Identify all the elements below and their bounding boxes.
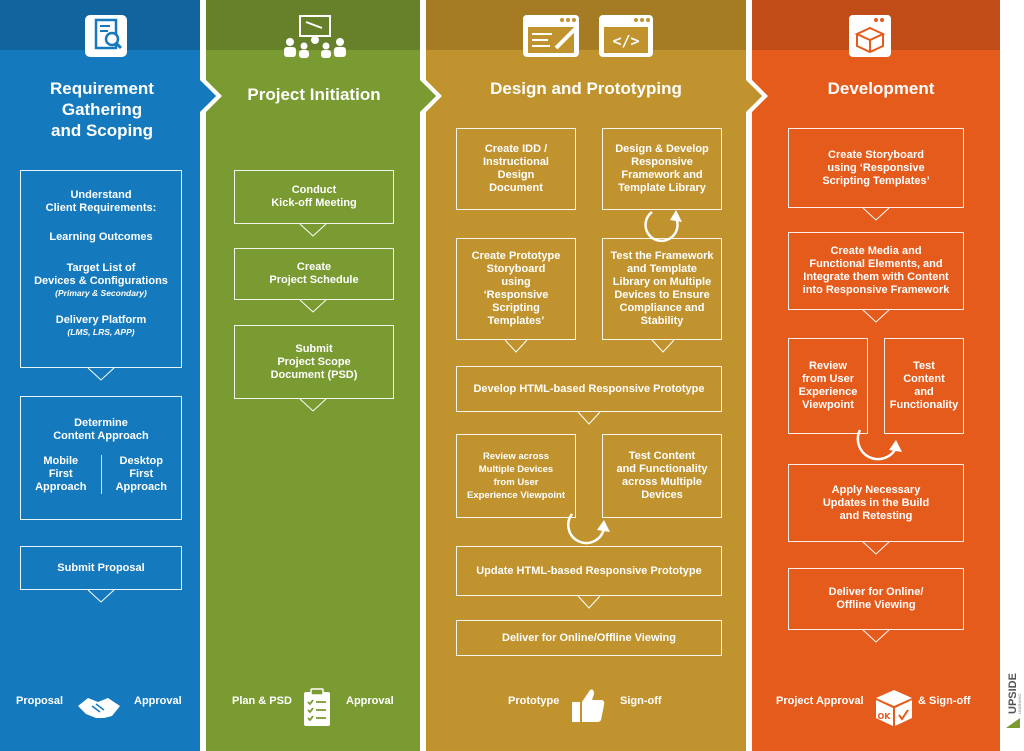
ok-box-icon: OK [876, 690, 912, 726]
footer-right-label: Approval [134, 695, 182, 707]
update-html-box: Update HTML-based Responsive Prototype [456, 546, 722, 596]
submit-proposal-box: Submit Proposal [20, 546, 182, 590]
presentation-meeting-icon [284, 15, 346, 58]
thumbs-up-icon [572, 689, 605, 722]
deliver-box: Deliver for Online/Offline Viewing [788, 568, 964, 630]
column-requirement-gathering [0, 0, 200, 751]
svg-text:OK: OK [878, 712, 892, 721]
footer-left-label: Proposal [16, 695, 64, 707]
package-box-icon [849, 15, 891, 57]
column-title: Project Initiation [247, 85, 381, 104]
upside-logo-icon: UPSIDE LEARNING [1006, 673, 1022, 728]
deliver-box: Deliver for Online/Offline Viewing [456, 620, 722, 656]
code-window-icon: </> [599, 15, 653, 57]
svg-text:LEARNING: LEARNING [1017, 694, 1022, 714]
column-project-initiation [206, 0, 420, 751]
svg-text:</>: </> [612, 32, 639, 50]
brand-logo: UPSIDE LEARNING [1004, 650, 1022, 730]
footer-left-label: Prototype [508, 695, 560, 707]
checklist-icon [304, 688, 330, 726]
column-design-prototyping [426, 0, 746, 751]
footer-right-label: Approval [346, 695, 394, 707]
footer-left-label: Plan & PSD [232, 695, 292, 707]
column-title: Development [827, 79, 935, 98]
column-title: Requirement Gathering and Scoping [50, 79, 154, 140]
develop-html-box: Develop HTML-based Responsive Prototype [456, 366, 722, 412]
footer-right-label: Sign-off [620, 695, 662, 707]
design-window-icon [523, 15, 579, 57]
document-search-icon [85, 15, 127, 57]
svg-text:UPSIDE: UPSIDE [1007, 673, 1019, 714]
handshake-icon [78, 698, 120, 718]
footer-right-label: & Sign-off [918, 695, 971, 707]
requirements-box: Understand Client Requirements: Learning… [20, 170, 182, 368]
footer-left-label: Project Approval [776, 695, 864, 707]
header-band [426, 0, 746, 50]
column-title: Design and Prototyping [490, 79, 682, 98]
